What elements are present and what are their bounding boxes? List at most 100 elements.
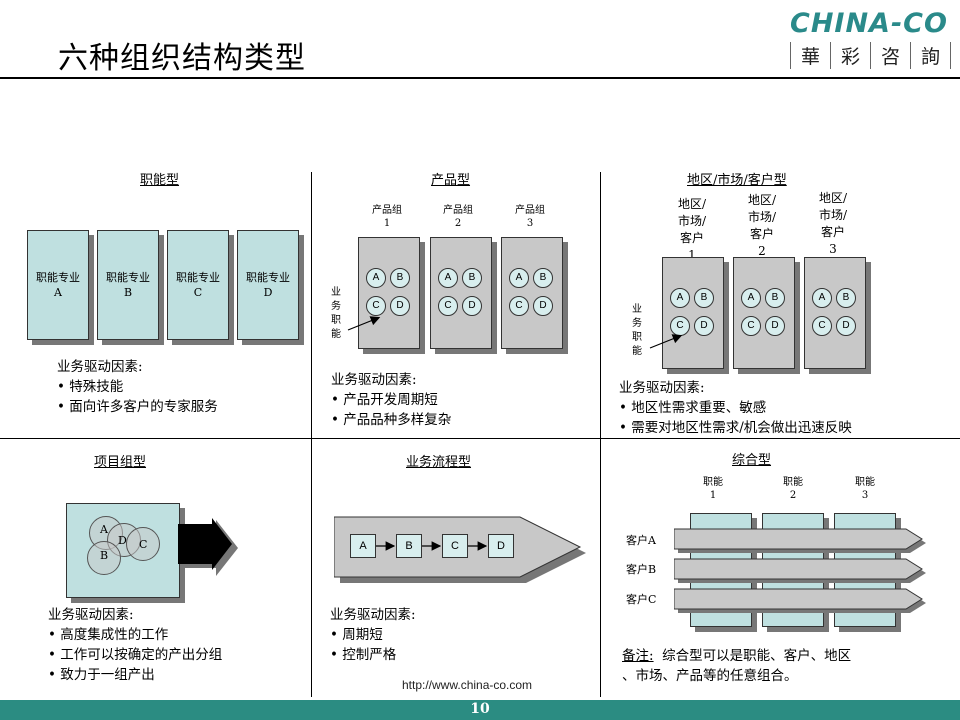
box-label: 职能专业 [176, 271, 220, 284]
panel-title-regional: 地区/市场/客户型 [687, 173, 787, 188]
project-drivers: 业务驱动因素: • 高度集成性的工作 • 工作可以按确定的产出分组 • 致力于一… [48, 605, 222, 685]
footer-bar [0, 700, 960, 720]
driver-item: • 产品开发周期短 [331, 392, 438, 408]
pointer-arrow [347, 316, 381, 331]
pointer-arrow [649, 334, 683, 349]
drivers-title: 业务驱动因素: [48, 607, 134, 623]
box-label: 职能专业 [106, 271, 150, 284]
circle-c: C [366, 296, 386, 316]
driver-item: • 高度集成性的工作 [48, 627, 169, 643]
note-label: 备注: [622, 648, 654, 664]
overlap-circle [126, 527, 160, 561]
circle-a: A [741, 288, 761, 308]
circle-c: C [509, 296, 529, 316]
panel-title-process: 业务流程型 [406, 455, 472, 470]
driver-item: • 致力于一组产出 [48, 667, 155, 683]
grid-vline-1 [311, 172, 312, 697]
drivers-title: 业务驱动因素: [619, 380, 705, 396]
circle-d: D [533, 296, 553, 316]
overlap-circle [87, 541, 121, 575]
logo-char: 彩 [830, 42, 870, 69]
box-sub: A [54, 286, 62, 299]
region-group-box-2 [733, 257, 795, 369]
header-divider [0, 77, 960, 79]
footer-url[interactable]: http://www.china-co.com [402, 678, 533, 692]
circle-d: D [836, 316, 856, 336]
driver-item: • 工作可以按确定的产出分组 [48, 647, 223, 663]
matrix-customer-rows [674, 528, 926, 613]
drivers-title: 业务驱动因素: [330, 607, 416, 623]
circle-a-label: A [100, 523, 108, 536]
process-step-d: D [488, 534, 514, 558]
circle-c-label: C [139, 538, 148, 551]
product-drivers: 业务驱动因素: • 产品开发周期短 • 产品品种多样复杂 [331, 370, 451, 430]
driver-item: • 周期短 [330, 627, 383, 643]
box-sub: C [193, 286, 203, 299]
product-group-box-1 [358, 237, 420, 349]
circle-b: B [390, 268, 410, 288]
grid-hline [0, 438, 960, 439]
circle-b: B [765, 288, 785, 308]
process-drivers: 业务驱动因素: • 周期短 • 控制严格 [330, 605, 416, 665]
driver-item: • 特殊技能 [57, 379, 124, 395]
functional-box-b: 职能专业 B [97, 230, 159, 340]
regional-drivers: 业务驱动因素: • 地区性需求重要、敏感 • 需要对地区性需求/机会做出迅速反映 [619, 378, 852, 438]
circle-a: A [438, 268, 458, 288]
note-line-1: 综合型可以是职能、客户、地区 [662, 648, 852, 664]
circle-c: C [438, 296, 458, 316]
matrix-note: 备注: 综合型可以是职能、客户、地区 、市场、产品等的任意组合。 [622, 646, 851, 686]
circle-b: B [836, 288, 856, 308]
grid-vline-2 [600, 172, 601, 697]
box-label: 职能专业 [36, 271, 80, 284]
matrix-row-label-b: 客户B [626, 563, 657, 576]
box-sub: B [123, 286, 133, 299]
matrix-row-label-c: 客户C [626, 593, 657, 606]
matrix-row-label-a: 客户A [626, 534, 656, 547]
functional-drivers: 业务驱动因素: • 特殊技能 • 面向许多客户的专家服务 [57, 357, 218, 417]
circle-d: D [765, 316, 785, 336]
note-line-2: 、市场、产品等的任意组合。 [622, 668, 798, 684]
driver-item: • 面向许多客户的专家服务 [57, 399, 218, 415]
circle-d: D [462, 296, 482, 316]
circle-a: A [366, 268, 386, 288]
circle-c: C [741, 316, 761, 336]
panel-title-product: 产品型 [431, 173, 471, 188]
output-arrow [178, 518, 238, 576]
business-function-label: 业务职能 [632, 304, 642, 357]
circle-b: B [694, 288, 714, 308]
product-group-box-3 [501, 237, 563, 349]
panel-title-functional: 职能型 [140, 173, 180, 188]
drivers-title: 业务驱动因素: [331, 372, 417, 388]
process-step-a: A [350, 534, 376, 558]
slide-title: 六种组织结构类型 [58, 41, 306, 76]
page-number: 10 [470, 701, 490, 717]
drivers-title: 业务驱动因素: [57, 359, 143, 375]
circle-b: B [533, 268, 553, 288]
circle-a: A [812, 288, 832, 308]
logo-char: 華 [790, 42, 830, 69]
process-step-c: C [442, 534, 468, 558]
region-group-box-3 [804, 257, 866, 369]
circle-d: D [694, 316, 714, 336]
circle-a: A [509, 268, 529, 288]
logo-char: 咨 [870, 42, 910, 69]
company-logo: CHINA-CO [790, 8, 948, 39]
circle-d: D [390, 296, 410, 316]
product-group-box-2 [430, 237, 492, 349]
circle-b-label: B [100, 549, 109, 562]
driver-item: • 产品品种多样复杂 [331, 412, 452, 428]
driver-item: • 地区性需求重要、敏感 [619, 400, 767, 416]
driver-item: • 控制严格 [330, 647, 397, 663]
circle-c: C [812, 316, 832, 336]
box-label: 职能专业 [246, 271, 290, 284]
company-logo-chinese: 華彩咨詢 [790, 42, 952, 69]
